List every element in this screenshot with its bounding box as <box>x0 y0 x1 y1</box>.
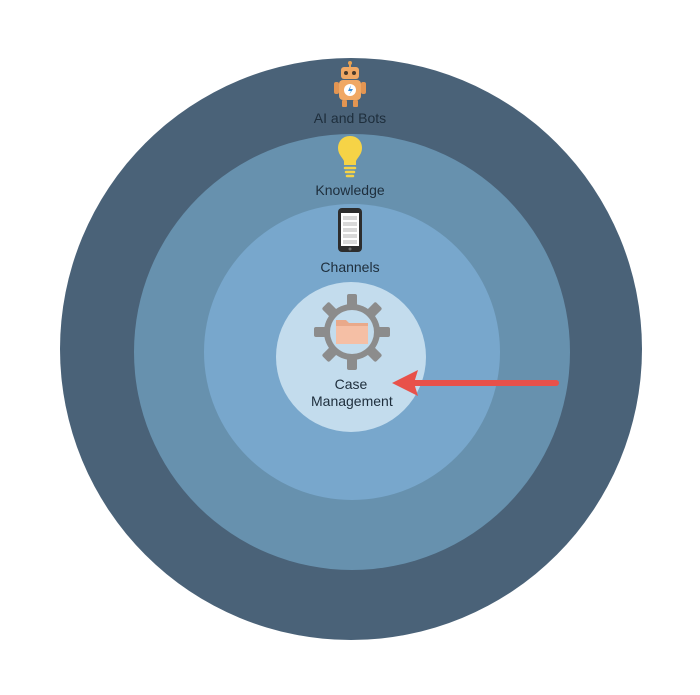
layer-label-ai-and-bots: AI and Bots <box>313 110 387 126</box>
robot-icon <box>334 61 366 107</box>
gear-folder-icon <box>314 294 390 370</box>
layer-label-channels: Channels <box>320 259 380 275</box>
layer-label-knowledge: Knowledge <box>315 182 385 198</box>
layer-label-case-management: Case Management <box>311 376 393 409</box>
phone-icon <box>338 208 362 252</box>
arrow-left-icon <box>392 370 559 396</box>
lightbulb-icon <box>338 136 362 178</box>
